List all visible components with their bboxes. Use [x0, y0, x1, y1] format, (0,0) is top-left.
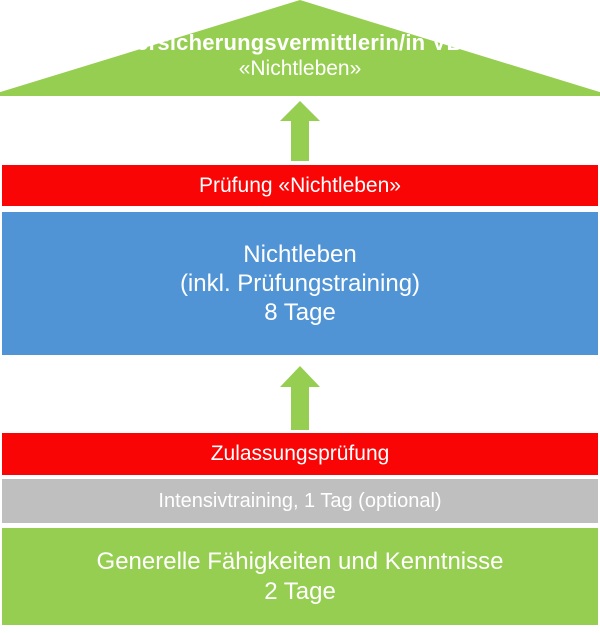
apex-text-group: Versicherungsvermittlerin/in VBV «Nichtl…: [0, 0, 600, 96]
up-arrow-icon-to-apex: [280, 101, 320, 161]
band-pruefung-nichtleben: Prüfung «Nichtleben»: [2, 165, 598, 206]
band-grundlagen-line-1: Generelle Fähigkeiten und Kenntnisse: [96, 548, 504, 576]
band-zulassungspruefung-line-1: Zulassungsprüfung: [210, 442, 390, 466]
band-nichtleben-line-2: (inkl. Prüfungstraining): [179, 269, 421, 297]
up-arrow-icon-to-nichtleben: [280, 366, 320, 430]
band-nichtleben-line-3: 8 Tage: [264, 299, 336, 327]
band-intensivtraining-line-1: Intensivtraining, 1 Tag (optional): [158, 489, 442, 512]
band-zulassungspruefung: Zulassungsprüfung: [2, 433, 598, 475]
band-nichtleben: Nichtleben (inkl. Prüfungstraining) 8 Ta…: [2, 212, 598, 355]
apex-title: Versicherungsvermittlerin/in VBV: [122, 29, 478, 55]
band-grundlagen: Generelle Fähigkeiten und Kenntnisse 2 T…: [2, 528, 598, 625]
band-pruefung-nichtleben-line-1: Prüfung «Nichtleben»: [199, 173, 401, 197]
band-intensivtraining: Intensivtraining, 1 Tag (optional): [2, 479, 598, 523]
apex-roof: Versicherungsvermittlerin/in VBV «Nichtl…: [0, 0, 600, 96]
band-grundlagen-line-2: 2 Tage: [264, 577, 336, 605]
apex-subtitle: «Nichtleben»: [238, 56, 362, 80]
band-nichtleben-line-1: Nichtleben: [243, 240, 357, 268]
